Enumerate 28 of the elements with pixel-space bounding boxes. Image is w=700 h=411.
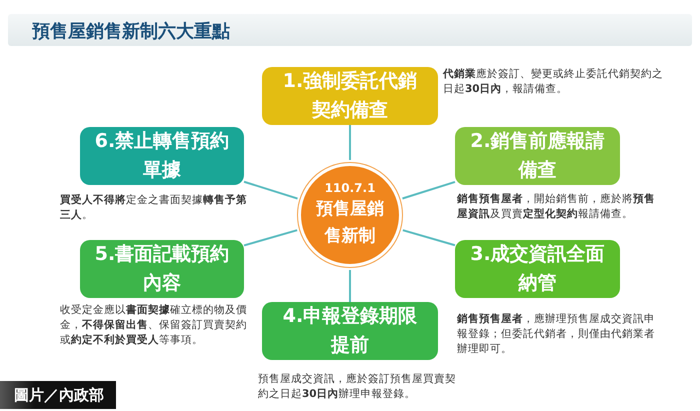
description-text: 收受定金應以書面契據確立標的物及價金，不得保留出售、保留簽訂買賣契約或約定不利於買受人等事項。: [60, 303, 248, 348]
topic-box: [80, 127, 244, 185]
description-text: 代銷業應於簽訂、變更或終止委託代銷契約之日起30日內，報請備查。: [443, 67, 663, 97]
description-text: 銷售預售屋者，開始銷售前，應於將預售屋資訊及買賣定型化契約報請備查。: [457, 192, 656, 222]
node-label: 2.銷售前應報請備查: [469, 129, 606, 183]
connector-line: [349, 270, 351, 302]
topic-box: [455, 127, 620, 185]
node-label: 5.書面記載預約內容: [94, 242, 230, 296]
description-text: 買受人不得將定金之書面契據轉售予第三人。: [60, 193, 248, 223]
connector-line: [349, 125, 351, 160]
topic-box: [262, 67, 438, 125]
description-text: 銷售預售屋者，應辦理預售屋成交資訊申報登錄；但委託代銷者，則僅由代銷業者辦理即可。: [457, 312, 656, 357]
node-label: 6.禁止轉售預約單據: [94, 129, 230, 183]
connector-line: [402, 229, 456, 246]
photo-credit: 圖片／內政部: [0, 381, 116, 409]
topic-box: [455, 240, 620, 298]
date-label: 110.7.1: [324, 180, 376, 196]
connector-line: [402, 181, 456, 200]
title: 預售屋銷售新制六大重點: [32, 20, 230, 43]
node-label: 預售屋銷售新制: [315, 198, 385, 248]
topic-box: [262, 302, 438, 360]
description-text: 預售屋成交資訊，應於簽訂預售屋買賣契約之日起30日內辦理申報登錄。: [258, 372, 457, 402]
connector-line: [244, 229, 298, 246]
node-label: 3.成交資訊全面納管: [469, 242, 606, 296]
topic-box: [80, 240, 244, 298]
node-label: 4.申報登錄期限提前: [282, 304, 418, 358]
connector-line: [244, 180, 298, 200]
node-label: 1.強制委託代銷契約備查: [282, 69, 418, 123]
